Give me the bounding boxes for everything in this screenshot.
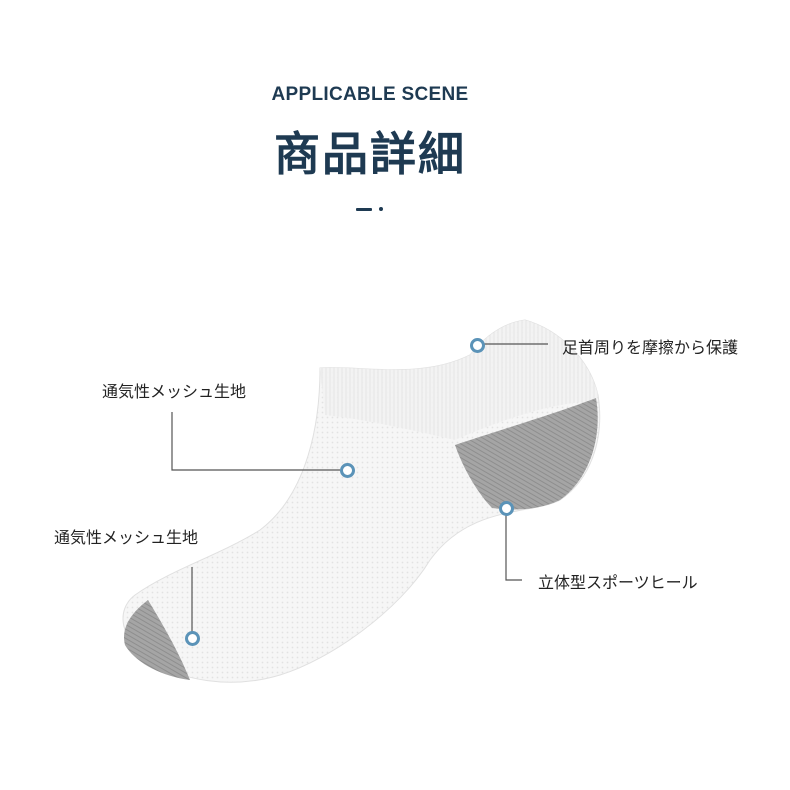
heel-callout-label: 立体型スポーツヒール (538, 573, 698, 592)
ankle-callout-marker (470, 338, 485, 353)
ankle-callout-label: 足首周りを摩擦から保護 (562, 338, 739, 357)
upper-mesh-callout-label: 通気性メッシュ生地 (102, 382, 247, 401)
subtitle: APPLICABLE SCENE (271, 84, 469, 105)
toe-mesh-callout-marker (185, 631, 200, 646)
page-title: 商品詳細 (274, 127, 466, 181)
toe-mesh-callout-label: 通気性メッシュ生地 (54, 528, 199, 547)
sock-heel (455, 398, 598, 510)
sock-toe (124, 600, 190, 680)
divider-dot (379, 207, 383, 211)
sock-cuff (320, 320, 598, 440)
divider-bar (356, 208, 372, 211)
heel-callout-marker (499, 501, 514, 516)
upper-mesh-callout-marker (340, 463, 355, 478)
